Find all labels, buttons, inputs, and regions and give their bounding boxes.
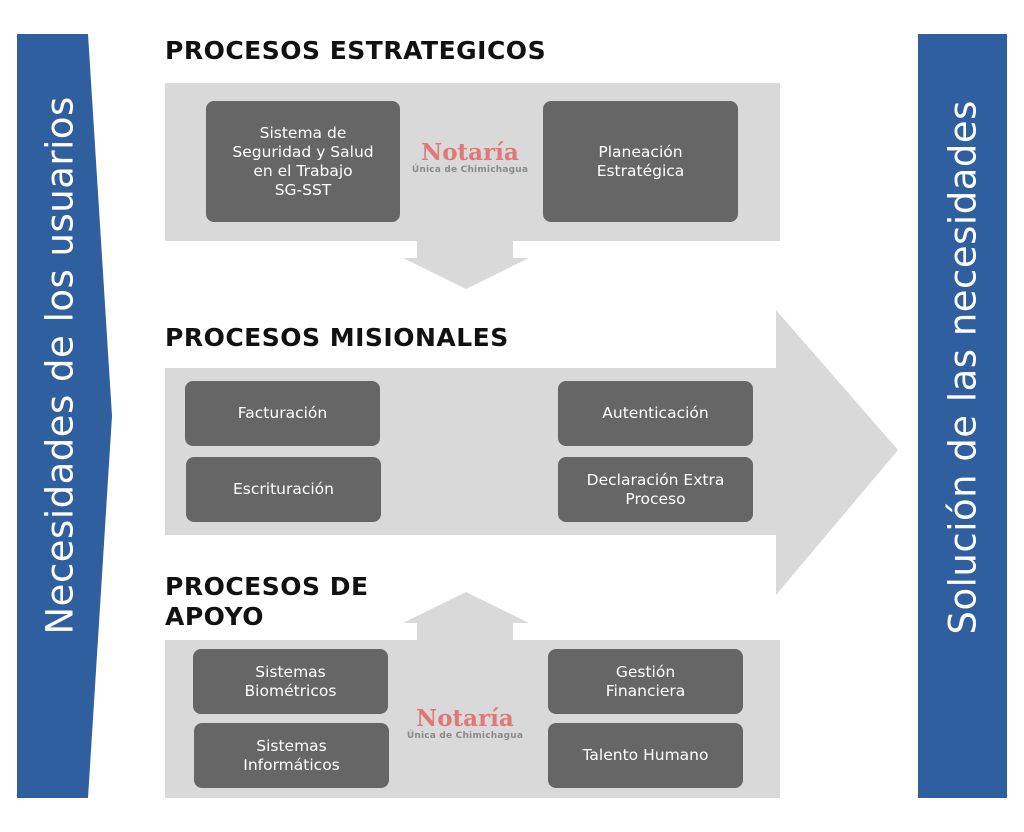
strategic-title: PROCESOS ESTRATEGICOS	[165, 36, 547, 65]
logo-subtitle: Única de Chimichagua	[406, 731, 524, 741]
down-arrow	[403, 241, 529, 289]
up-arrow	[403, 592, 529, 640]
right-bar-label: Solución de las necesidades	[941, 100, 985, 635]
biometric-systems-box: Sistemas Biométricos	[193, 649, 388, 714]
notaria-logo-bottom: Notaría Única de Chimichagua	[395, 707, 535, 742]
logo-subtitle: Única de Chimichagua	[411, 165, 529, 175]
financial-management-box: Gestión Financiera	[548, 649, 743, 714]
logo-title: Notaría	[416, 705, 514, 732]
right-solution-bar	[918, 34, 1007, 798]
logo-title: Notaría	[421, 139, 519, 166]
billing-box: Facturación	[185, 381, 380, 446]
left-bar-label: Necesidades de los usuarios	[38, 96, 82, 635]
sg-sst-box: Sistema de Seguridad y Salud en el Traba…	[206, 101, 400, 222]
authentication-box: Autenticación	[558, 381, 753, 446]
deeds-box: Escrituración	[186, 457, 381, 522]
left-needs-bar	[17, 34, 112, 798]
missional-title: PROCESOS MISIONALES	[165, 323, 509, 352]
strategic-planning-box: Planeación Estratégica	[543, 101, 738, 222]
notaria-logo-top: Notaría Única de Chimichagua	[400, 141, 540, 176]
human-talent-box: Talento Humano	[548, 723, 743, 788]
extra-process-declaration-box: Declaración Extra Proceso	[558, 457, 753, 522]
support-title: PROCESOS DE APOYO	[165, 572, 369, 631]
it-systems-box: Sistemas Informáticos	[194, 723, 389, 788]
